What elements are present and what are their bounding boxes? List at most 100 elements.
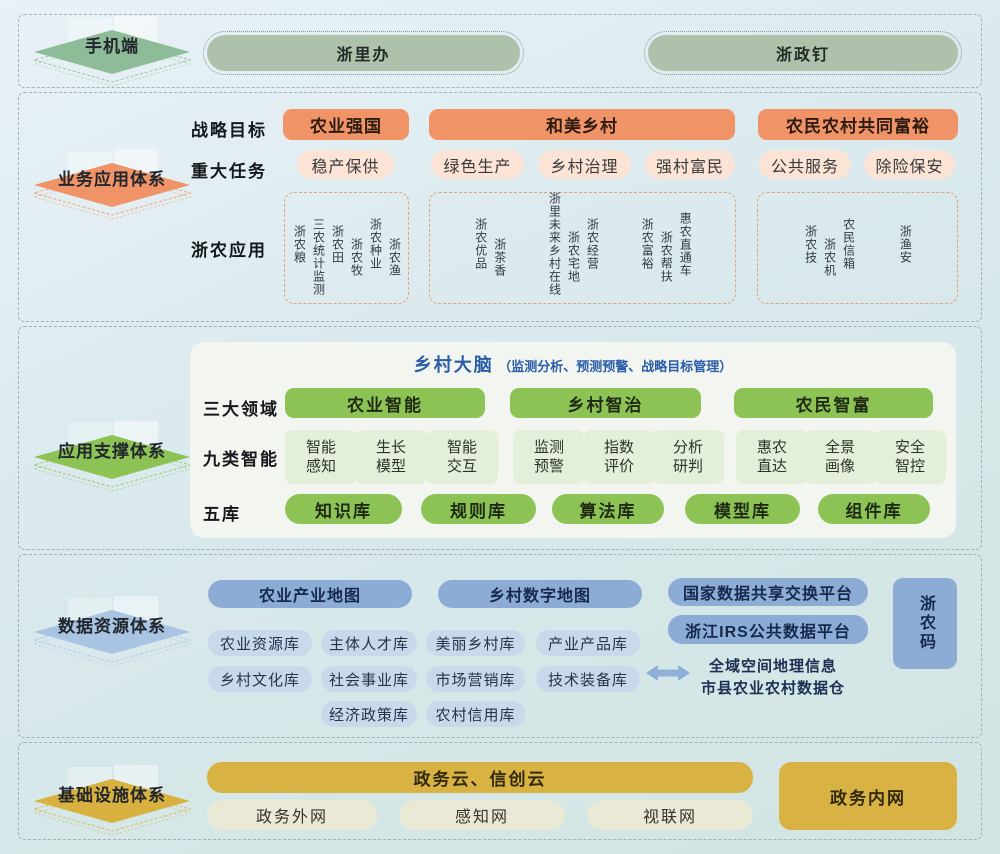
app-column-group: 浙渔安 (898, 197, 913, 299)
intelligence-cell: 分析研判 (652, 430, 724, 484)
app-zheliban: 浙里办 (203, 31, 524, 75)
app-name: 浙茶香 (492, 237, 507, 277)
section-title: 数据资源体系 (58, 617, 166, 636)
goal-pill: 和美乡村 (429, 109, 735, 140)
app-name: 三农统计监测 (311, 218, 326, 296)
app-name: 浙农帮扶 (659, 231, 674, 283)
row-label-libraries: 五库 (203, 505, 241, 524)
app-column-group: 浙农优品 浙茶香 (473, 197, 507, 299)
app-name: 浙农田 (330, 224, 345, 264)
section-title: 应用支撑体系 (58, 442, 166, 461)
row-label-intelligences: 九类智能 (203, 450, 279, 469)
task-pill: 除险保安 (864, 150, 955, 179)
app-group-box-1: 浙农粮 三农统计监测 浙农田 浙农牧 浙农种业 浙农渔 (284, 192, 409, 304)
app-name: 浙农经营 (585, 218, 600, 270)
intelligence-cell: 安全智控 (874, 430, 946, 484)
database-pill: 产业产品库 (536, 630, 640, 656)
app-zhezhengding: 浙政钉 (644, 31, 962, 75)
section-frame-mobile (18, 14, 982, 88)
library-pill: 规则库 (421, 494, 536, 524)
section-label-infra: 基础设施体系 (32, 765, 192, 837)
database-pill: 主体人才库 (321, 630, 417, 656)
library-pill: 算法库 (552, 494, 664, 524)
zhenongma-label: 浙农码 (917, 595, 934, 652)
intelligence-label: 智能交互 (446, 439, 477, 475)
network-pill: 视联网 (587, 800, 753, 830)
intelligence-cell: 指数评价 (583, 430, 655, 484)
database-pill: 市场营销库 (426, 666, 525, 692)
domain-bar: 农民智富 (734, 388, 933, 418)
village-brain-note: （监测分析、预测预警、战略目标管理） (498, 359, 733, 374)
section-frame-infra (18, 742, 982, 840)
task-pill: 强村富民 (645, 150, 735, 179)
network-pill: 感知网 (399, 800, 565, 830)
section-frame-data (18, 554, 982, 738)
geo-info-line: 市县农业农村数据仓 (700, 680, 845, 697)
intelligence-cell: 惠农直达 (736, 430, 808, 484)
app-name: 浙农牧 (349, 237, 364, 277)
app-name: 浙农宅地 (566, 231, 581, 283)
app-group-box-2: 浙农优品 浙茶香 浙里未来乡村在线 浙农宅地 浙农经营 浙农富裕 浙农帮扶 惠农… (429, 192, 736, 304)
app-name: 农民信箱 (841, 218, 856, 270)
app-column-group: 浙农粮 三农统计监测 浙农田 浙农牧 浙农种业 浙农渔 (293, 197, 402, 299)
section-frame-business (18, 92, 982, 322)
diamond-icon (32, 149, 192, 220)
intranet-box: 政务内网 (779, 762, 957, 830)
section-frame-support (18, 326, 982, 550)
library-pill: 模型库 (685, 494, 800, 524)
app-name: 浙渔安 (898, 224, 913, 264)
intelligence-label: 指数评价 (603, 439, 634, 475)
intelligence-label: 惠农直达 (756, 439, 787, 475)
row-label-strategic: 战略目标 (191, 121, 267, 140)
database-pill: 农业资源库 (208, 630, 312, 656)
goal-pill: 农业强国 (283, 109, 409, 140)
intelligence-cell: 全景画像 (804, 430, 876, 484)
intelligence-cell: 监测预警 (513, 430, 585, 484)
intelligence-label: 全景画像 (824, 439, 855, 475)
app-column-group: 浙农技 浙农机 农民信箱 (803, 197, 856, 299)
diamond-icon (32, 421, 192, 492)
double-arrow-icon (645, 663, 691, 688)
row-label-apps: 浙农应用 (191, 241, 267, 260)
goal-pill: 农民农村共同富裕 (758, 109, 958, 140)
app-name: 浙里未来乡村在线 (547, 192, 562, 296)
platform-pill: 国家数据共享交换平台 (668, 578, 868, 606)
library-pill: 知识库 (285, 494, 402, 524)
app-name: 浙农机 (822, 237, 837, 277)
app-group-box-3: 浙农技 浙农机 农民信箱 浙渔安 (757, 192, 958, 304)
app-name: 浙农富裕 (640, 218, 655, 270)
app-column-group: 浙里未来乡村在线 浙农宅地 浙农经营 (548, 192, 600, 299)
section-label-support: 应用支撑体系 (32, 421, 192, 493)
app-pill-label: 浙政钉 (648, 35, 958, 71)
intelligence-cell: 生长模型 (355, 430, 427, 484)
domain-bar: 乡村智治 (510, 388, 701, 418)
diamond-icon (32, 765, 192, 836)
intelligence-cell: 智能感知 (285, 430, 357, 484)
database-pill: 乡村文化库 (208, 666, 312, 692)
section-title: 基础设施体系 (58, 786, 166, 805)
village-brain-header: 乡村大脑 （监测分析、预测预警、战略目标管理） (190, 351, 956, 377)
database-pill: 经济政策库 (321, 701, 417, 727)
diamond-icon (32, 16, 192, 87)
map-pill: 农业产业地图 (208, 580, 412, 608)
task-pill: 公共服务 (759, 150, 851, 179)
task-pill: 稳产保供 (297, 150, 394, 179)
platform-pill: 浙江IRS公共数据平台 (668, 615, 868, 644)
app-pill-label: 浙里办 (207, 35, 520, 71)
section-label-business: 业务应用体系 (32, 149, 192, 221)
geo-info-line: 全域空间地理信息 (708, 658, 837, 675)
app-name: 浙农技 (803, 224, 818, 264)
database-pill: 技术装备库 (536, 666, 640, 692)
section-label-data: 数据资源体系 (32, 596, 192, 668)
section-title: 手机端 (85, 37, 139, 56)
cloud-bar: 政务云、信创云 (207, 762, 753, 793)
app-name: 浙农优品 (473, 218, 488, 270)
network-pill: 政务外网 (207, 800, 377, 830)
database-pill: 社会事业库 (321, 666, 417, 692)
app-column-group: 浙农富裕 浙农帮扶 惠农直通车 (640, 197, 692, 299)
intelligence-label: 安全智控 (894, 439, 925, 475)
task-pill: 绿色生产 (431, 150, 524, 179)
database-pill: 美丽乡村库 (426, 630, 525, 656)
database-pill: 农村信用库 (426, 701, 525, 727)
